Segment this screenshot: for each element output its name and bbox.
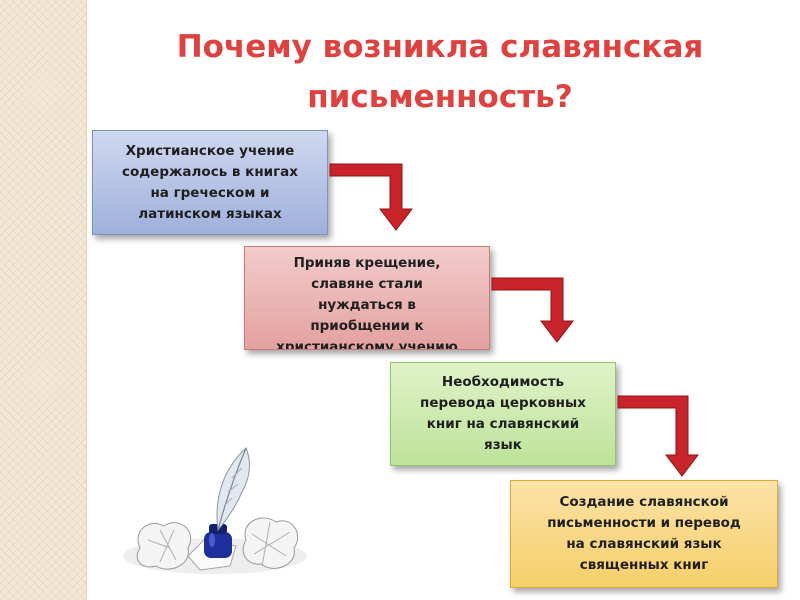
quill-inkwell-illustration bbox=[123, 447, 307, 574]
step-text-4: Создание славянской письменности и перев… bbox=[547, 494, 741, 573]
slide-title: Почему возникла славянская письменность? bbox=[176, 29, 704, 115]
paper-ball-right-icon bbox=[242, 517, 299, 569]
arrow-3-icon bbox=[617, 395, 700, 477]
step-box-2: Приняв крещение, славяне стали нуждаться… bbox=[244, 246, 490, 350]
step-text-1: Христианское учение содержалось в книгах… bbox=[121, 142, 298, 222]
decorative-side-band bbox=[0, 0, 87, 600]
step-box-4: Создание славянской письменности и перев… bbox=[510, 480, 778, 588]
arrow-2-icon bbox=[491, 277, 575, 343]
step-box-3: Необходимость перевода церковных книг на… bbox=[390, 362, 616, 466]
step-text-3: Необходимость перевода церковных книг на… bbox=[420, 374, 586, 453]
step-box-1: Христианское учение содержалось в книгах… bbox=[92, 130, 328, 235]
arrow-1-icon bbox=[329, 163, 414, 231]
step-text-2: Приняв крещение, славяне стали нуждаться… bbox=[276, 255, 458, 350]
inkwell-icon bbox=[204, 532, 232, 558]
